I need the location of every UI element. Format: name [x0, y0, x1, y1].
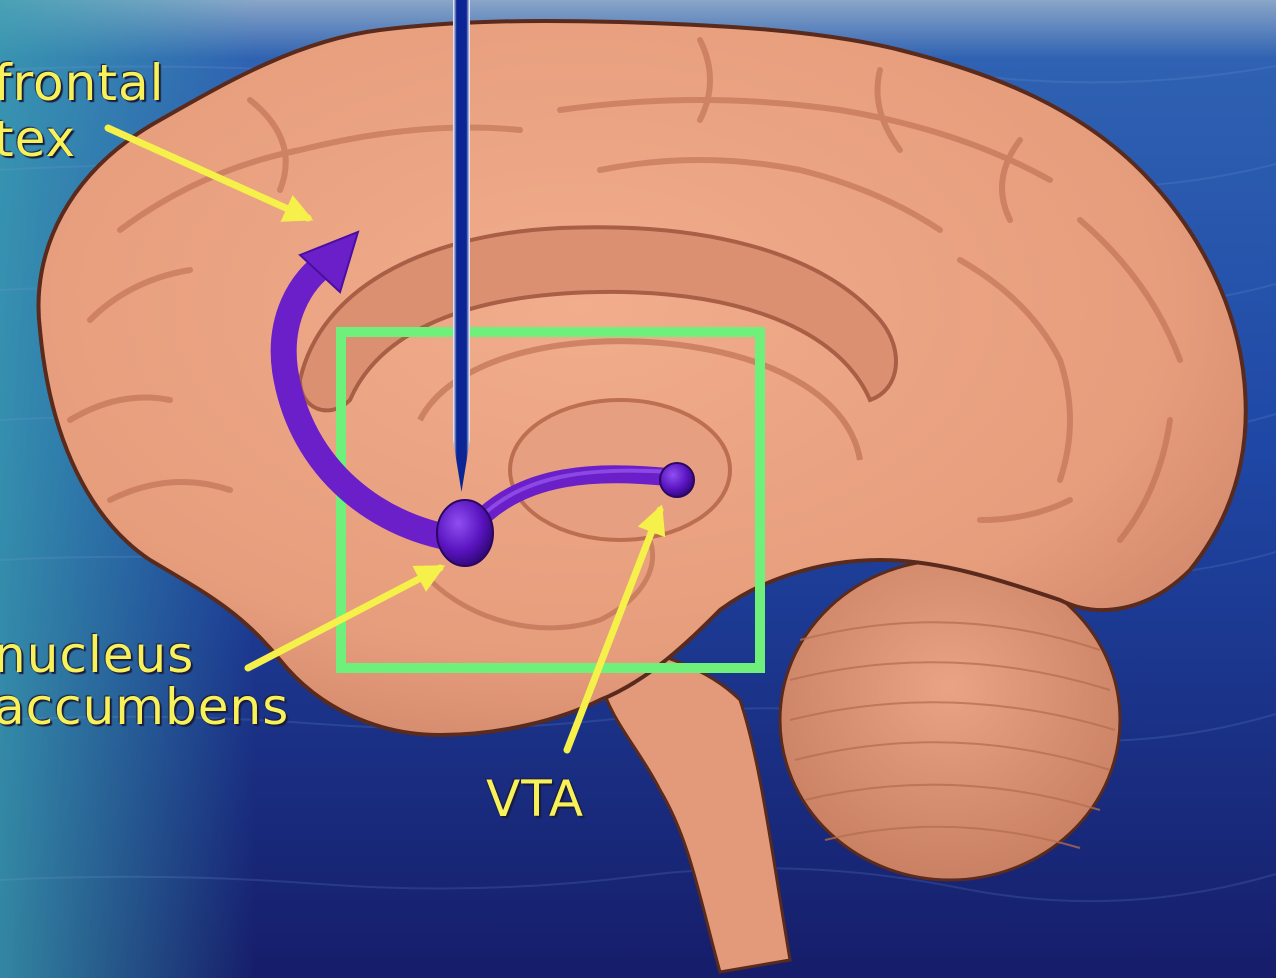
electrode-probe: [453, 0, 470, 492]
label-nucleus-accumbens-line1: nucleus: [0, 628, 194, 682]
label-nucleus-accumbens-line2: accumbens: [0, 680, 289, 734]
label-vta: VTA: [486, 772, 584, 826]
cerebellum: [780, 560, 1120, 880]
vta-node: [660, 463, 694, 497]
nucleus-accumbens-node: [437, 500, 493, 566]
label-frontal-cortex-line2: tex: [0, 112, 76, 166]
label-frontal-cortex-line1: frontal: [0, 56, 164, 110]
